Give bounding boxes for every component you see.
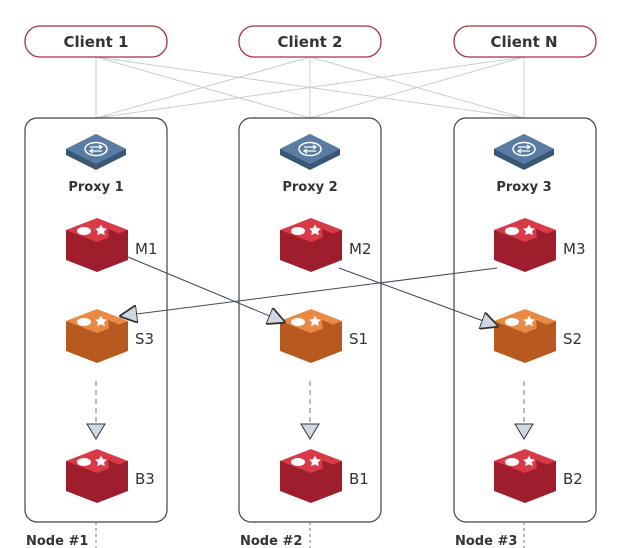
node-1-backup-arrowhead (86, 423, 106, 440)
node-3-label: Node #3 (455, 534, 517, 548)
client-1: Client 1 (24, 25, 168, 58)
client-2-label: Client 2 (278, 33, 343, 51)
client-n: Client N (453, 25, 597, 58)
replication-m1-s1 (127, 256, 284, 322)
proxy-1-label: Proxy 1 (68, 180, 123, 195)
client-1-label: Client 1 (64, 33, 129, 51)
backup-b2-label: B2 (563, 470, 583, 488)
backup-b1-label: B1 (349, 470, 369, 488)
node-2-label: Node #2 (240, 534, 302, 548)
client-proxy-mesh (95, 56, 525, 119)
proxy-2-label: Proxy 2 (282, 180, 337, 195)
replication-m3-s3 (121, 267, 498, 316)
master-m2-label: M2 (349, 240, 372, 258)
replica-s1-label: S1 (349, 330, 368, 348)
backup-b3-label: B3 (135, 470, 155, 488)
replica-s3-label: S3 (135, 330, 154, 348)
node-1-label: Node #1 (26, 534, 88, 548)
master-m3-label: M3 (563, 240, 586, 258)
proxy-3-label: Proxy 3 (496, 180, 551, 195)
node-2-backup-arrowhead (300, 423, 320, 440)
client-n-label: Client N (490, 33, 557, 51)
replica-s2-label: S2 (563, 330, 582, 348)
client-2: Client 2 (238, 25, 382, 58)
replication-m2-s2 (338, 267, 497, 326)
master-m1-label: M1 (135, 240, 158, 258)
node-3-backup-arrowhead (514, 423, 534, 440)
